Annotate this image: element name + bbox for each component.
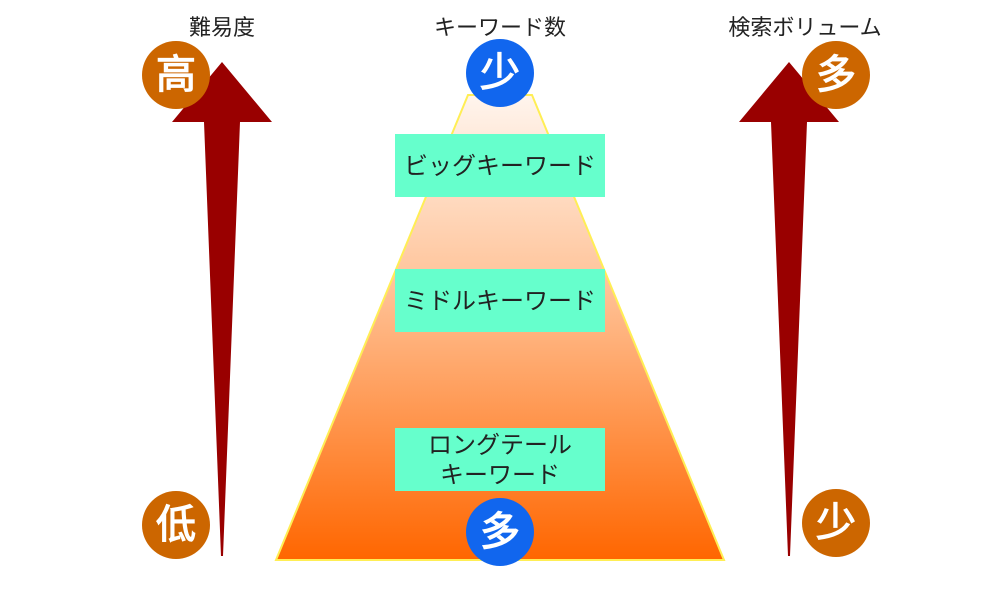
tier-longtail-keyword-line2: キーワード (440, 460, 560, 489)
difficulty-arrow (172, 62, 272, 556)
tier-longtail-keyword: ロングテール キーワード (395, 428, 605, 491)
difficulty-title: 難易度 (188, 16, 256, 41)
keyword-count-many-badge: 多 (466, 498, 534, 566)
search-volume-title: 検索ボリューム (728, 16, 882, 41)
tier-big-keyword: ビッグキーワード (395, 134, 605, 197)
search-volume-arrow (739, 62, 839, 556)
keyword-count-title: キーワード数 (433, 16, 567, 41)
search-volume-low-badge: 少 (802, 489, 870, 557)
tier-middle-keyword-label: ミドルキーワード (404, 286, 596, 315)
tier-longtail-keyword-line1: ロングテール (428, 430, 572, 459)
keyword-count-few-badge: 少 (466, 39, 534, 107)
difficulty-low-badge: 低 (142, 491, 210, 559)
search-volume-high-badge: 多 (802, 41, 870, 109)
tier-middle-keyword: ミドルキーワード (395, 269, 605, 332)
tier-big-keyword-label: ビッグキーワード (404, 151, 596, 180)
difficulty-high-badge: 高 (142, 41, 210, 109)
